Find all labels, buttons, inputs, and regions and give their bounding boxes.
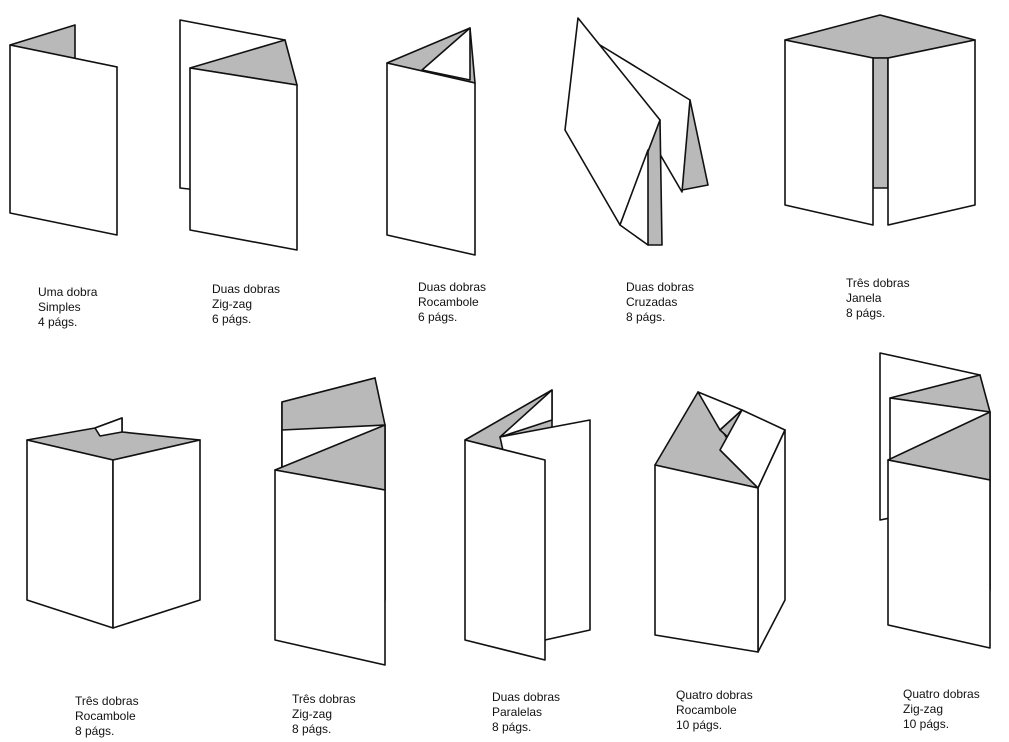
fold-title: Quatro dobras xyxy=(676,688,753,702)
fold-type: Cruzadas xyxy=(626,295,678,309)
fold-pages: 8 págs. xyxy=(292,722,332,736)
fold-title: Uma dobra xyxy=(38,285,98,299)
fold-label: Uma dobra Simples 4 págs. xyxy=(38,285,97,330)
fold-type: Rocambole xyxy=(75,709,136,723)
fold-pages: 8 págs. xyxy=(626,310,666,324)
fold-label: Três dobras Janela 8 págs. xyxy=(846,276,910,321)
fold-type: Paralelas xyxy=(492,705,543,719)
fold-title: Três dobras xyxy=(75,694,139,708)
fold-type: Zig-zag xyxy=(903,702,944,716)
fold-type: Simples xyxy=(38,300,81,314)
fold-type: Zig-zag xyxy=(212,297,253,311)
fold-title: Três dobras xyxy=(292,692,356,706)
fold-pages: 6 págs. xyxy=(418,310,458,324)
fold-pages: 6 págs. xyxy=(212,312,252,326)
fold-title: Duas dobras xyxy=(626,280,695,294)
fold-label: Duas dobras Zig-zag 6 págs. xyxy=(212,282,280,327)
fold-illustration-duas-dobras-cruzadas xyxy=(564,17,709,246)
fold-title: Duas dobras xyxy=(492,690,561,704)
fold-pages: 8 págs. xyxy=(846,306,886,320)
fold-illustration-quatro-dobras-zigzag xyxy=(879,352,991,649)
fold-illustration-duas-dobras-paralelas xyxy=(464,389,591,661)
fold-pages: 10 págs. xyxy=(676,718,723,732)
fold-label: Quatro dobras Rocambole 10 págs. xyxy=(676,688,753,733)
fold-pages: 8 págs. xyxy=(75,724,115,738)
fold-illustration-tres-dobras-janela xyxy=(784,14,976,226)
fold-label: Quatro dobras Zig-zag 10 págs. xyxy=(903,687,980,732)
fold-illustration-duas-dobras-zigzag xyxy=(179,19,298,251)
fold-type: Rocambole xyxy=(418,295,479,309)
fold-pages: 4 págs. xyxy=(38,315,78,329)
fold-type: Rocambole xyxy=(676,703,737,717)
fold-pages: 8 págs. xyxy=(492,720,532,734)
fold-title: Duas dobras xyxy=(212,282,281,296)
fold-label: Duas dobras Rocambole 6 págs. xyxy=(418,280,486,325)
fold-label: Duas dobras Cruzadas 8 págs. xyxy=(626,280,694,325)
fold-illustration-tres-dobras-rocambole xyxy=(26,417,201,629)
fold-pages: 10 págs. xyxy=(903,717,950,731)
fold-illustration-quatro-dobras-rocambole xyxy=(654,391,786,653)
fold-label: Três dobras Rocambole 8 págs. xyxy=(75,694,139,739)
fold-title: Três dobras xyxy=(846,276,910,290)
fold-label: Três dobras Zig-zag 8 págs. xyxy=(292,692,356,737)
fold-label: Duas dobras Paralelas 8 págs. xyxy=(492,690,560,735)
fold-illustration-tres-dobras-zigzag xyxy=(274,377,386,666)
fold-type: Zig-zag xyxy=(292,707,333,721)
fold-illustration-uma-dobra-simples xyxy=(9,24,118,236)
fold-type: Janela xyxy=(846,291,882,305)
fold-title: Duas dobras xyxy=(418,280,487,294)
fold-illustration-duas-dobras-rocambole xyxy=(386,27,476,256)
fold-title: Quatro dobras xyxy=(903,687,980,701)
